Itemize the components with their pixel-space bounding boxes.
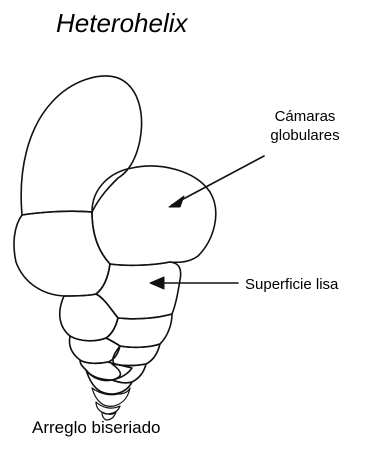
chamber-tip-1 (113, 344, 160, 366)
chamber-left-middle (60, 294, 118, 341)
chamber-right-middle (96, 262, 181, 319)
arrow-surface-head (150, 277, 164, 289)
chamber-left-large (14, 211, 110, 296)
arrow-chambers-line (172, 156, 264, 205)
chamber-right-lower (106, 314, 172, 347)
label-globular-chambers: Cámaras globulares (246, 107, 364, 145)
chamber-top-left (21, 76, 141, 215)
label-chambers-line1: Cámaras (246, 107, 364, 126)
label-chambers-line2: globulares (246, 126, 364, 145)
chamber-right-large (92, 166, 216, 265)
arrow-chambers-head (169, 196, 184, 207)
chamber-tip-2 (80, 360, 132, 380)
label-smooth-surface: Superficie lisa (245, 275, 338, 294)
diagram-caption: Arreglo biseriado (32, 418, 161, 438)
